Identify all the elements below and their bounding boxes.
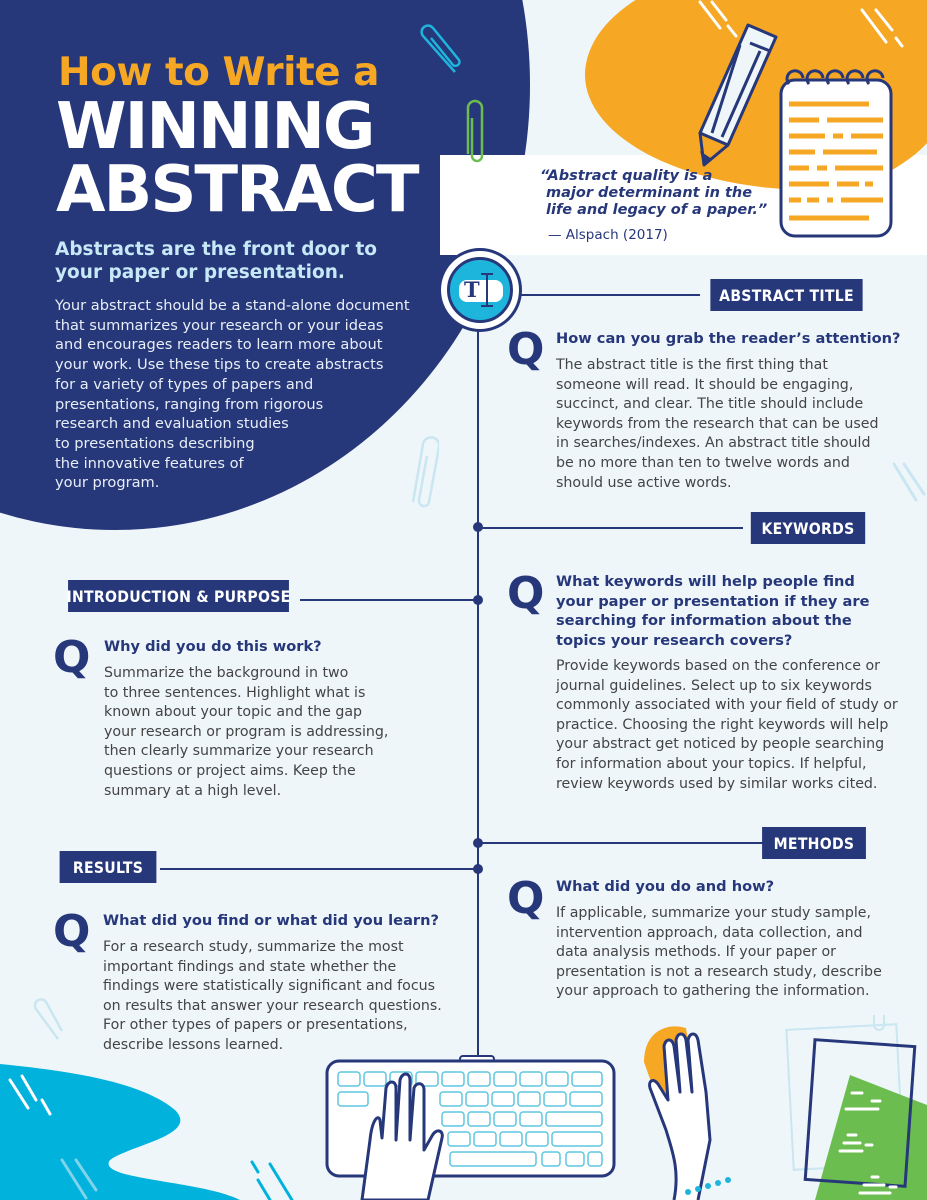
answer-results: For a research study, summarize the most…: [103, 939, 442, 1053]
question-keywords: What keywords will help people find your…: [556, 573, 870, 649]
paperclip-icon: [420, 24, 461, 73]
quote-attribution: — Alspach (2017): [548, 227, 668, 243]
timeline-connector: [520, 294, 700, 296]
timeline-connector: [478, 842, 765, 844]
title-main-line2: ABSTRACT: [56, 153, 419, 227]
answer-abstract-title: The abstract title is the first thing th…: [556, 357, 879, 491]
question-abstract-title: How can you grab the reader’s attention?: [556, 330, 901, 347]
quote-line: life and legacy of a paper.”: [546, 202, 768, 218]
intro-line: your program.: [55, 474, 160, 492]
section-tag-keywords: KEYWORDS: [750, 512, 866, 544]
hand-mouse-icon: [644, 1026, 731, 1200]
intro-heading: Abstracts are the front door to your pap…: [55, 238, 435, 284]
intro-line: the innovative features of: [55, 454, 244, 472]
document-icon: [785, 1015, 927, 1200]
intro-body: Your abstract should be a stand-alone do…: [55, 296, 435, 493]
section-tag-methods: METHODS: [762, 827, 866, 859]
q-icon: Q: [507, 873, 545, 924]
timeline-dot: [473, 864, 483, 874]
paperclip-icon: [33, 998, 64, 1040]
speed-marks-icon: [892, 462, 926, 502]
timeline-dot: [473, 838, 483, 848]
q-icon: Q: [507, 568, 545, 619]
keyboard-icon: [325, 1040, 616, 1200]
intro-line: Your abstract should be a stand-alone do…: [55, 297, 410, 314]
timeline-vertical-line: [477, 330, 479, 1060]
paperclip-icon: [411, 436, 439, 508]
paperclip-icon: [466, 99, 484, 163]
intro-heading-line: your paper or presentation.: [55, 262, 345, 283]
answer-introduction: Summarize the background in two to three…: [104, 665, 389, 799]
timeline-connector: [478, 527, 743, 529]
cyan-blob-decoration: [0, 1064, 294, 1200]
intro-line: research and evaluation studies: [55, 415, 289, 433]
intro-line: presentations, ranging from rigorous: [55, 395, 324, 413]
answer-methods: If applicable, summarize your study samp…: [556, 905, 882, 1000]
answer-keywords: Provide keywords based on the conference…: [556, 658, 898, 792]
q-icon: Q: [53, 632, 91, 683]
title-main-line1: WINNING: [56, 90, 375, 164]
question-introduction: Why did you do this work?: [104, 638, 322, 655]
intro-line: for a variety of types of papers and: [55, 375, 314, 393]
intro-heading-line: Abstracts are the front door to: [55, 239, 377, 260]
intro-line: and encourages readers to learn more abo…: [55, 336, 383, 354]
title-prefix: How to Write a: [58, 50, 379, 95]
question-methods: What did you do and how?: [556, 878, 775, 895]
quote-line: major determinant in the: [546, 185, 753, 201]
question-results: What did you find or what did you learn?: [103, 912, 439, 929]
intro-line: that summarizes your research or your id…: [55, 316, 384, 334]
intro-line: to presentations describing: [55, 434, 255, 452]
text-cursor-icon: T: [438, 248, 522, 332]
t-letter: T: [464, 277, 480, 302]
intro-line: your work. Use these tips to create abst…: [55, 356, 384, 374]
pencil-icon: [698, 23, 778, 167]
speed-marks-icon: [698, 0, 904, 48]
timeline-connector: [300, 599, 478, 601]
q-icon: Q: [53, 906, 91, 957]
section-tag-introduction: INTRODUCTION & PURPOSE: [66, 580, 290, 612]
section-tag-abstract-title: ABSTRACT TITLE: [710, 279, 863, 311]
quote-text: “Abstract quality is a major determinant…: [540, 168, 770, 219]
section-tag-results: RESULTS: [59, 851, 157, 883]
timeline-dot: [473, 522, 483, 532]
quote-line: “Abstract quality is a: [540, 168, 713, 184]
q-icon: Q: [507, 324, 545, 375]
timeline-dot: [473, 595, 483, 605]
notepad-icon: [779, 69, 893, 238]
timeline-connector: [160, 868, 478, 870]
